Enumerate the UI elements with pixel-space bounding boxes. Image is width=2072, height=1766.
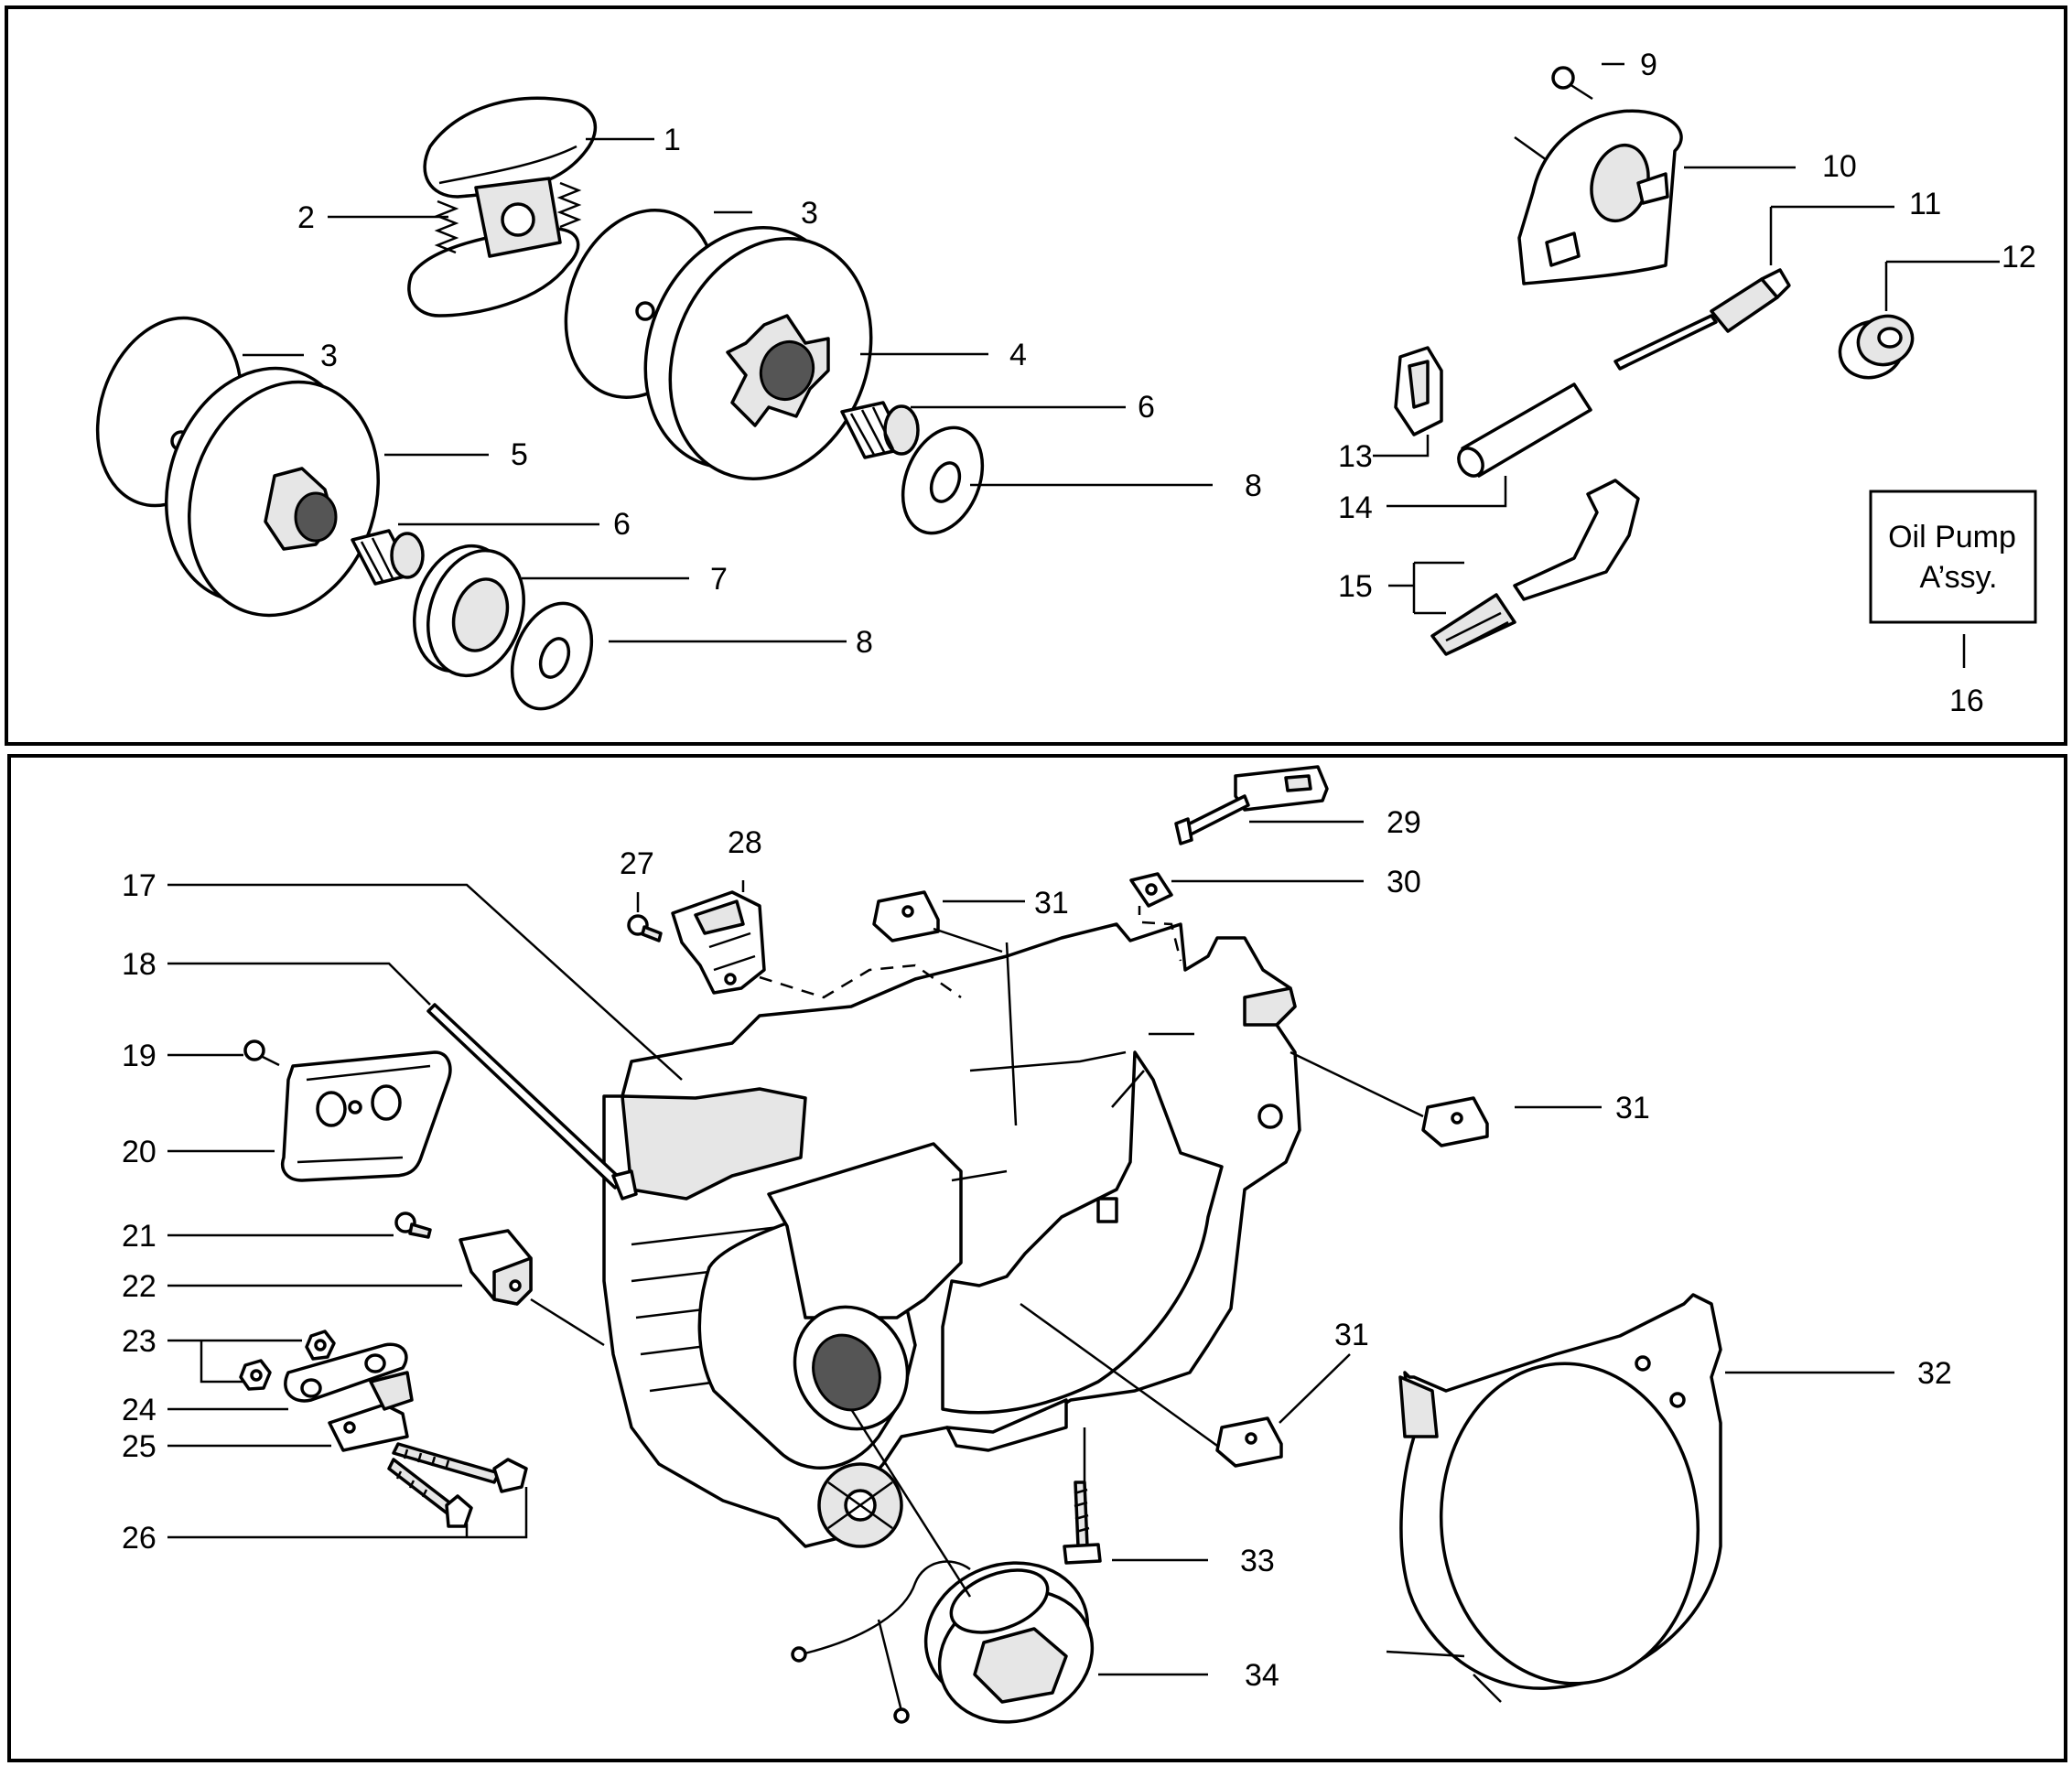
lower-panel-frame — [7, 754, 2067, 1762]
key-tool-29 — [1174, 765, 1329, 845]
callout-21: 21 — [122, 1219, 156, 1254]
callout-32: 32 — [1917, 1356, 1952, 1391]
washer-8-upper — [901, 425, 985, 535]
clutch-assembly — [407, 96, 597, 318]
oil-pump-assembly-box — [1869, 490, 2037, 624]
adjuster-plate-24 — [284, 1342, 408, 1403]
callout-29: 29 — [1387, 805, 1421, 840]
nuts-23 — [239, 1330, 336, 1391]
callout-11: 11 — [1909, 187, 1941, 221]
rim-sprocket-7 — [413, 544, 525, 678]
adjuster-block-25 — [328, 1371, 414, 1452]
upper-panel-frame — [5, 5, 2067, 746]
callout-18: 18 — [122, 947, 156, 982]
clutch-drum-5 — [165, 366, 380, 618]
oil-pipe-15 — [1430, 479, 1640, 656]
callout-3b: 3 — [320, 339, 338, 373]
callout-3a: 3 — [801, 196, 818, 231]
dashed-line-30 — [1138, 906, 1182, 962]
pump-shaft-11 — [1613, 268, 1791, 371]
worm-gear-12 — [1838, 314, 1915, 380]
bolts-26 — [387, 1442, 528, 1528]
fan-housing-32 — [1386, 1293, 1722, 1703]
callout-34: 34 — [1245, 1658, 1279, 1693]
cover-plate-20 — [281, 1050, 452, 1182]
callout-15: 15 — [1338, 569, 1373, 604]
callout-10: 10 — [1822, 149, 1857, 184]
callout-33: 33 — [1240, 1544, 1275, 1578]
callout-31b: 31 — [1615, 1091, 1650, 1125]
clip-31-bottom — [1215, 1416, 1283, 1468]
oil-pump-box-line2: A’ssy. — [1919, 560, 1997, 595]
callout-13: 13 — [1338, 439, 1373, 474]
pump-housing-10 — [1514, 109, 1683, 285]
callout-31a: 31 — [1034, 886, 1069, 921]
needle-bearing-6-lower — [351, 529, 425, 586]
callout-17: 17 — [122, 868, 156, 903]
callout-27: 27 — [620, 846, 654, 881]
clutch-drum-4 — [643, 226, 873, 480]
callout-25: 25 — [122, 1429, 156, 1464]
oil-pump-box-line1: Oil Pump — [1888, 520, 2016, 555]
callout-8a: 8 — [1245, 468, 1262, 503]
callout-7: 7 — [710, 562, 728, 597]
clip-30 — [1129, 872, 1173, 908]
screw-9 — [1551, 66, 1593, 101]
callout-9: 9 — [1640, 48, 1657, 82]
bolt-33 — [1063, 1481, 1102, 1565]
callout-6a: 6 — [1138, 390, 1155, 425]
callout-16: 16 — [1949, 684, 1984, 718]
upper-leader-lines — [243, 62, 2000, 668]
clip-31-top — [872, 890, 940, 942]
lower-leader-lines — [167, 820, 1894, 1676]
bracket-22 — [459, 1229, 533, 1306]
clip-13 — [1394, 346, 1443, 436]
callout-22: 22 — [122, 1269, 156, 1304]
callout-30: 30 — [1387, 865, 1421, 899]
callout-26: 26 — [122, 1521, 156, 1556]
oil-cap-34 — [791, 1560, 1095, 1724]
callout-31c: 31 — [1334, 1318, 1369, 1352]
pin-14 — [1457, 382, 1592, 478]
screw-19 — [243, 1039, 280, 1067]
screw-21 — [394, 1211, 432, 1239]
washer-8-lower — [510, 601, 594, 711]
callout-6b: 6 — [613, 507, 631, 542]
callout-23: 23 — [122, 1324, 156, 1359]
callout-1: 1 — [664, 123, 681, 157]
callout-8b: 8 — [856, 625, 873, 660]
crankcase-17 — [602, 922, 1301, 1548]
callout-24: 24 — [122, 1393, 156, 1427]
callout-4: 4 — [1009, 338, 1027, 372]
cover-piece-28 — [671, 890, 766, 995]
callout-14: 14 — [1338, 490, 1373, 525]
callout-28: 28 — [728, 825, 762, 860]
clip-31-right — [1421, 1096, 1489, 1147]
callout-20: 20 — [122, 1135, 156, 1169]
callout-12: 12 — [2002, 240, 2036, 275]
callout-2: 2 — [297, 200, 315, 235]
needle-bearing-6-upper — [840, 401, 920, 459]
dashed-line-28 — [759, 964, 962, 999]
screw-27 — [627, 914, 663, 942]
callout-numbers: 1 2 3 3 4 5 6 6 7 8 8 9 10 11 12 13 14 1… — [122, 48, 2036, 1693]
callout-19: 19 — [122, 1039, 156, 1073]
rod-18 — [426, 1003, 638, 1201]
callout-5: 5 — [511, 437, 528, 472]
